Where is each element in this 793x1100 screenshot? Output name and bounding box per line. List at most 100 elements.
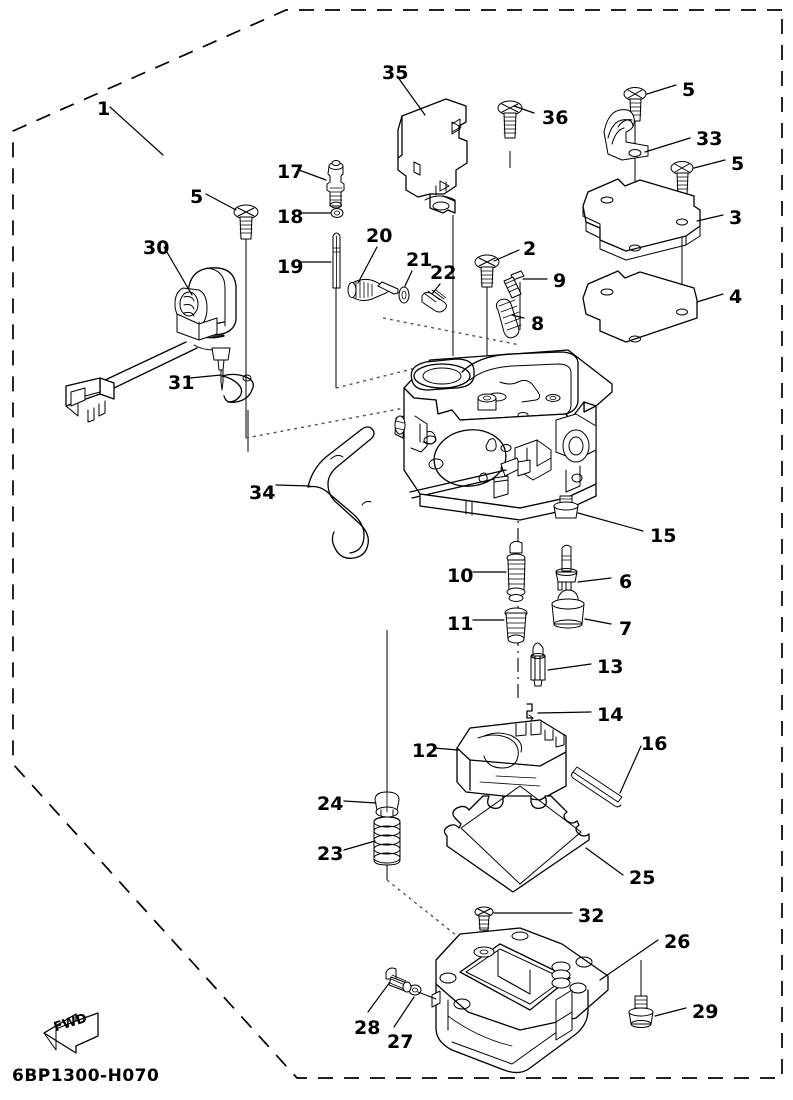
- callout-number-screw: 32: [578, 905, 605, 927]
- callout-number-drain-screw: 28: [354, 1017, 381, 1039]
- callout-number-pilot-jet: 11: [447, 613, 474, 635]
- callout-number-pilot-screw: 20: [366, 225, 393, 247]
- leader-15: [577, 512, 644, 532]
- callout-number-spring: 8: [531, 313, 545, 335]
- leader-28: [367, 981, 391, 1013]
- part-17-enrichment-valve: [326, 160, 345, 209]
- fwd-arrow-icon: [43, 1012, 99, 1054]
- part-28-drain-screw: [385, 967, 412, 993]
- leader-34: [275, 484, 311, 487]
- callout-number-gasket-plate: 4: [729, 286, 743, 308]
- part-30-prime-start-solenoid: [65, 267, 237, 423]
- leader-16: [619, 745, 642, 794]
- part-26-float-chamber: [431, 927, 609, 1074]
- leader-27: [393, 996, 415, 1028]
- part-29-screw: [628, 995, 654, 1028]
- part-24-plunger-cap: [374, 791, 400, 818]
- leader-12: [433, 747, 459, 751]
- callout-number-bracket: 35: [382, 62, 409, 84]
- callout-number-screw: 5: [682, 79, 696, 101]
- part-14-needle-clip: [526, 703, 534, 723]
- callout-number-screw: 36: [542, 107, 569, 129]
- callout-number-needle-valve: 13: [597, 656, 624, 678]
- part-19-plunger-rod: [332, 232, 341, 289]
- leader-8: [511, 314, 525, 319]
- leader-4: [696, 293, 724, 303]
- callout-number-screw: 2: [523, 238, 537, 260]
- part-31-clip: [221, 373, 254, 404]
- callout-number-spring: 23: [317, 843, 344, 865]
- part-32-screw: [474, 906, 494, 931]
- callout-number-needle-valve-clip: 14: [597, 704, 624, 726]
- leader-5b: [646, 84, 677, 95]
- group-boundary: [12, 9, 783, 1079]
- leader-30: [163, 246, 193, 296]
- part-34-fuel-hose: [307, 426, 375, 559]
- callout-number-float-chamber-gasket: 25: [629, 867, 656, 889]
- part-25-gasket: [443, 785, 590, 893]
- part-8-spring: [495, 298, 522, 339]
- part-22-spring: [421, 289, 447, 313]
- leader-35: [396, 75, 426, 116]
- leader-1: [109, 106, 164, 156]
- callout-number-carburetor-assembly-group: 1: [97, 98, 111, 120]
- callout-number-o-ring: 21: [406, 249, 433, 271]
- callout-number-clip: 31: [168, 372, 195, 394]
- part-20-pilot-screw: [347, 278, 399, 302]
- callout-number-plunger-cap: 24: [317, 793, 344, 815]
- part-12-float: [456, 719, 567, 801]
- callout-number-screw: 5: [190, 186, 204, 208]
- part-4-gasket-plate: [582, 270, 698, 343]
- leader-5c: [693, 159, 726, 169]
- callout-number-pilot-jet-assembly: 10: [447, 565, 474, 587]
- callout-number-fuel-enrichment-valve: 17: [277, 161, 304, 183]
- callout-number-cable-clamp: 33: [696, 128, 723, 150]
- leader-33: [644, 137, 691, 153]
- leader-14: [537, 711, 592, 714]
- part-3-cover-plate: [582, 178, 701, 261]
- callout-number-idle-adjust-screw: 9: [553, 270, 567, 292]
- leader-29: [654, 1007, 687, 1017]
- leader-5a: [205, 193, 237, 211]
- callout-number-main-jet: 6: [619, 571, 633, 593]
- callout-number-cover-plate: 3: [729, 207, 743, 229]
- leader-6: [577, 577, 612, 583]
- diagram-part-number: 6BP1300-H070: [12, 1066, 160, 1086]
- part-21-o-ring: [398, 286, 410, 304]
- leader-7: [584, 618, 612, 625]
- part-7-main-nozzle-plug: [551, 589, 585, 629]
- part-5-screw-a: [233, 204, 259, 240]
- leader-22: [431, 283, 441, 295]
- part-16-float-pin: [571, 766, 623, 808]
- part-11-pilot-jet: [504, 607, 528, 644]
- leader-20: [357, 246, 378, 284]
- leader-25: [585, 847, 624, 876]
- leader-2: [493, 249, 520, 262]
- leader-3: [696, 214, 724, 222]
- callout-number-float: 12: [412, 740, 439, 762]
- callout-number-spring: 22: [430, 262, 457, 284]
- part-35-bracket: [397, 98, 468, 214]
- part-6-main-jet: [555, 544, 578, 591]
- part-18-o-ring: [330, 208, 344, 218]
- part-36-screw: [497, 100, 523, 139]
- part-15-screw: [553, 495, 579, 519]
- callout-number-float-pin: 16: [641, 733, 668, 755]
- callout-number-fuel-hose: 34: [249, 482, 276, 504]
- part-23-spring: [373, 816, 401, 866]
- leader-17: [298, 169, 327, 181]
- leader-13: [547, 663, 592, 671]
- leader-23: [343, 840, 376, 851]
- callout-number-plunger-rod: 19: [277, 256, 304, 278]
- part-2-screw: [474, 254, 500, 288]
- part-13-needle-valve: [530, 642, 546, 687]
- leader-21: [404, 270, 413, 287]
- callout-number-prime-start-solenoid: 30: [143, 237, 170, 259]
- callout-number-main-nozzle-plug: 7: [619, 618, 633, 640]
- callout-number-drain-gasket: 27: [387, 1031, 414, 1053]
- part-10-pilot-jet-assembly: [506, 540, 526, 602]
- leader-24: [343, 800, 377, 804]
- part-27-drain-gasket: [408, 984, 437, 1000]
